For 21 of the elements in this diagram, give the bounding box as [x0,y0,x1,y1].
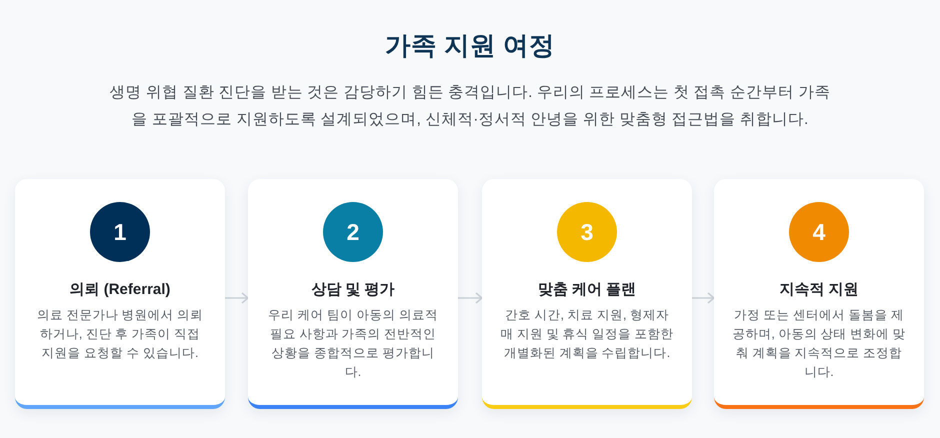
step-description: 우리 케어 팀이 아동의 의료적 필요 사항과 가족의 전반적인 상황을 종합적으로 평가합니다. [267,307,439,381]
step-description: 의료 전문가나 병원에서 의뢰하거나, 진단 후 가족이 직접 지원을 요청할 수 있습니다. [36,307,204,362]
arrow [692,292,715,304]
step-number-circle: 2 [323,202,383,262]
step-card [248,179,458,409]
step-card [482,179,692,409]
step-number-circle: 1 [90,202,150,262]
intro-paragraph: 생명 위협 질환 진단을 받는 것은 감당하기 힘든 충격입니다. 우리의 프로세스는 첫 접촉 순간부터 가족을 포괄적으로 지원하도록 설계되었으며, 신체적·정서적 안녕을 위한 맞춤형 접근법을 취합니다. [109,83,831,130]
step-title: 상담 및 평가 [311,280,395,300]
arrow [458,292,483,304]
step-card [15,179,225,409]
step-number-circle: 4 [789,202,849,262]
step-title: 의뢰 (Referral) [70,280,170,300]
step-title: 맞춤 케어 플랜 [538,280,636,300]
step-number-circle: 3 [557,202,617,262]
step-card [714,179,924,409]
step-description: 간호 시간, 치료 지원, 형제자매 지원 및 휴식 일정을 포함한 개별화된 계획을 수립합니다. [500,307,674,362]
step-title: 지속적 지원 [779,280,859,300]
step-description: 가정 또는 센터에서 돌봄을 제공하며, 아동의 상태 변화에 맞춰 계획을 지속적으로 조정합니다. [732,307,906,381]
arrow [225,292,249,304]
page-title: 가족 지원 여정 [384,31,556,62]
